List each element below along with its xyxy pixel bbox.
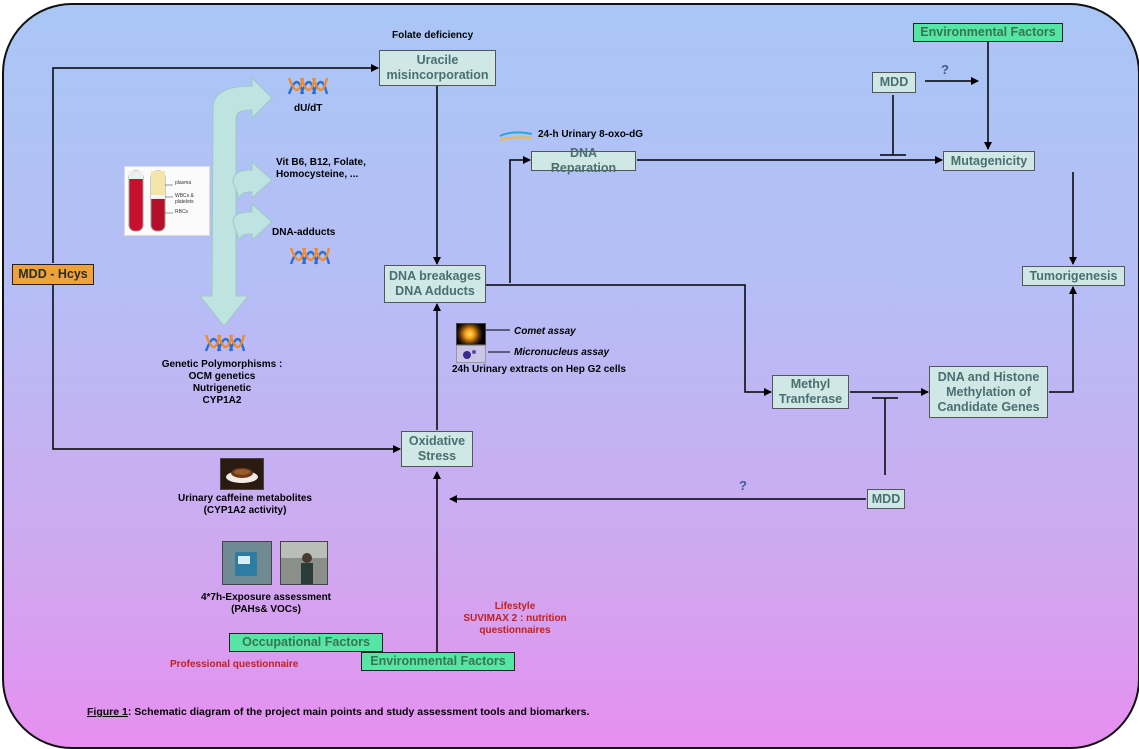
mdd-top-box: MDD bbox=[872, 72, 916, 93]
folate-deficiency-label: Folate deficiency bbox=[392, 30, 474, 41]
oxo-line-icon bbox=[499, 131, 533, 137]
micronucleus-assay-label: Micronucleus assay bbox=[514, 347, 610, 358]
worker-photo-image bbox=[280, 541, 328, 585]
dna-helix-icon bbox=[289, 247, 331, 265]
tumorigenesis-box: Tumorigenesis bbox=[1022, 266, 1125, 286]
dna-adducts-label: DNA-adducts bbox=[272, 227, 336, 238]
caffeine-label: Urinary caffeine metabolites (CYP1A2 act… bbox=[178, 493, 312, 516]
big-branch-arrow bbox=[198, 76, 273, 327]
uracil-misincorporation-box: Uracile misincorporation bbox=[379, 50, 496, 86]
environmental-factors-bottom-box: Environmental Factors bbox=[361, 652, 515, 671]
mutagenicity-box: Mutagenicity bbox=[943, 151, 1035, 171]
blood-tubes-image: plasma WBCs & platelets RBCs bbox=[124, 166, 210, 236]
question-mark-top: ? bbox=[941, 62, 949, 77]
edge-breakages-methyl bbox=[485, 284, 772, 396]
edge-histone-tumorigenesis bbox=[1049, 286, 1077, 393]
question-mark-bottom: ? bbox=[739, 478, 747, 493]
comet-assay-image bbox=[456, 323, 486, 345]
environmental-factors-top-box: Environmental Factors bbox=[913, 23, 1063, 42]
du-dt-label: dU/dT bbox=[294, 103, 323, 114]
dna-helix-icon bbox=[204, 334, 246, 352]
dna-reparation-box: DNA Reparation bbox=[531, 146, 636, 175]
edge-hcys-uracil bbox=[52, 64, 379, 263]
tube-label: WBCs & platelets bbox=[175, 193, 194, 205]
lifestyle-label: Lifestyle SUVIMAX 2 : nutrition question… bbox=[463, 601, 567, 636]
figure-caption-text: : Schematic diagram of the project main … bbox=[127, 706, 590, 718]
exposure-label: 4*7h-Exposure assessment (PAHs& VOCs) bbox=[200, 592, 332, 615]
urinary-8oxo-label: 24-h Urinary 8-oxo-dG bbox=[538, 129, 644, 140]
hep-g2-label: 24h Urinary extracts on Hep G2 cells bbox=[452, 364, 626, 375]
edge-hcys-oxidative bbox=[52, 285, 401, 453]
coffee-cup-image bbox=[220, 458, 264, 490]
genetic-polymorphisms-label: Genetic Polymorphisms : OCM genetics Nut… bbox=[161, 359, 283, 406]
mdd-hcys-box: MDD - Hcys bbox=[12, 264, 94, 285]
exposure-device-image bbox=[222, 541, 272, 585]
tube-label: RBCs bbox=[175, 209, 189, 215]
oxidative-stress-box: Oxidative Stress bbox=[401, 431, 473, 467]
figure-caption-prefix: Figure 1 bbox=[87, 706, 128, 718]
dna-histone-methylation-box: DNA and Histone Methylation of Candidate… bbox=[929, 366, 1048, 418]
professional-questionnaire-label: Professional questionnaire bbox=[170, 659, 299, 670]
dna-helix-icon bbox=[287, 77, 329, 95]
figure-caption: Figure 1: Schematic diagram of the proje… bbox=[87, 706, 589, 718]
mdd-bottom-box: MDD bbox=[867, 489, 905, 509]
methyl-transferase-box: Methyl Tranferase bbox=[772, 375, 849, 409]
comet-assay-label: Comet assay bbox=[514, 326, 576, 337]
edge-breakages-reparation bbox=[509, 156, 531, 283]
tube-label: plasma bbox=[175, 180, 192, 186]
vitamins-label: Vit B6, B12, Folate, Homocysteine, ... bbox=[276, 157, 366, 180]
micronucleus-image bbox=[456, 345, 486, 363]
occupational-factors-box: Occupational Factors bbox=[229, 633, 383, 652]
dna-breakages-box: DNA breakages DNA Adducts bbox=[384, 265, 486, 303]
